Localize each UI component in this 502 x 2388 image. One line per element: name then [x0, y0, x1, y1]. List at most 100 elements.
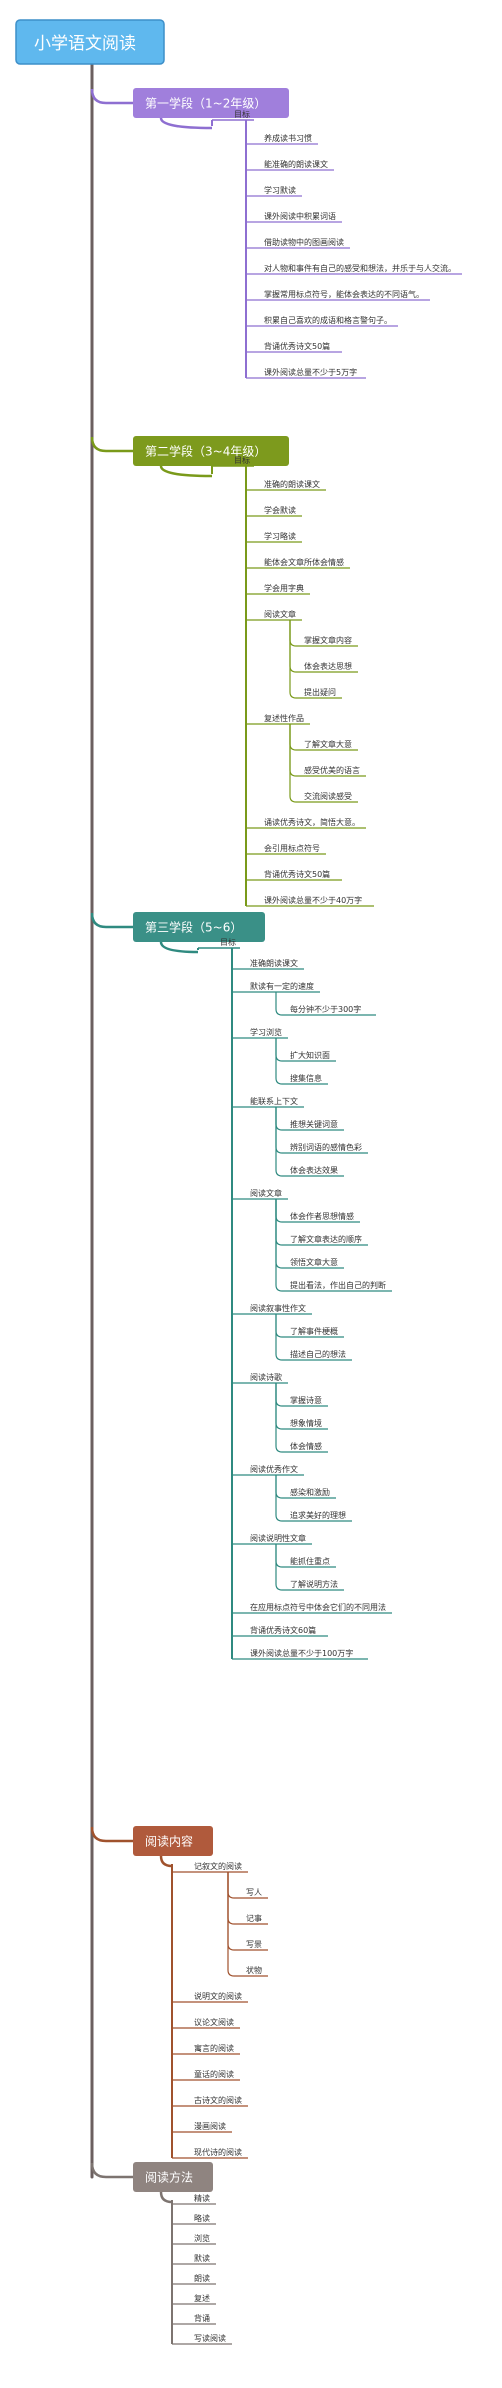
- child-text: 推想关键词意: [290, 1119, 338, 1129]
- child-text: 体会作者思想情感: [290, 1211, 354, 1221]
- item-text: 准确朗读课文: [250, 958, 298, 968]
- item-text: 能体会文章所体会情感: [264, 557, 344, 567]
- item-text: 记叙文的阅读: [194, 1861, 242, 1871]
- item-text: 浏览: [194, 2233, 210, 2243]
- item-text: 背诵优秀诗文60篇: [250, 1625, 316, 1635]
- child-connector: [275, 1038, 328, 1085]
- root-node: [15, 19, 165, 65]
- section-stub: [159, 465, 213, 478]
- item-text: 借助读物中的图画阅读: [264, 237, 344, 247]
- item-text: 写读阅读: [194, 2333, 226, 2343]
- stage-node: [133, 2162, 213, 2192]
- item-text: 背诵优秀诗文50篇: [264, 869, 330, 879]
- root-title: 小学语文阅读: [34, 34, 136, 54]
- stage-title: 阅读内容: [145, 1834, 193, 1849]
- child-text: 感受优美的语言: [304, 765, 360, 775]
- child-text: 辨别词语的感情色彩: [290, 1142, 362, 1152]
- item-text: 阅读诗歌: [250, 1372, 282, 1382]
- child-connector: [275, 1475, 352, 1522]
- child-text: 体会表达思想: [304, 661, 352, 671]
- stage-title: 第二学段（3~4年级）: [145, 444, 266, 459]
- item-text: 对人物和事件有自己的感受和想法，并乐于与人交流。: [264, 263, 456, 273]
- child-text: 写人: [246, 1888, 262, 1897]
- child-connector: [227, 1872, 268, 1951]
- child-text: 每分钟不少于300字: [290, 1004, 361, 1014]
- item-text: 诵读优秀诗文，简悟大意。: [264, 817, 360, 827]
- item-text: 养成读书习惯: [264, 133, 312, 143]
- child-connector: [275, 1314, 352, 1361]
- child-text: 写景: [246, 1940, 262, 1949]
- item-text: 阅读文章: [250, 1188, 282, 1198]
- child-text: 追求美好的理想: [290, 1510, 346, 1520]
- group-label: 目标: [234, 109, 250, 119]
- item-text: 准确的朗读课文: [264, 479, 320, 489]
- child-text: 掌握诗意: [290, 1395, 322, 1405]
- item-text: 阅读说明性文章: [250, 1533, 306, 1543]
- child-text: 提出疑问: [304, 687, 336, 697]
- child-text: 了解说明方法: [290, 1579, 338, 1589]
- child-connector: [275, 1107, 344, 1177]
- item-text: 寓言的阅读: [194, 2043, 234, 2053]
- stage-connector: [90, 436, 133, 453]
- item-text: 背诵: [194, 2313, 210, 2323]
- group-label: 目标: [234, 455, 250, 465]
- item-text: 略读: [194, 2213, 210, 2223]
- item-text: 学习默读: [264, 185, 296, 195]
- child-connector: [227, 1872, 268, 1977]
- stage-node: [133, 912, 265, 942]
- item-text: 古诗文的阅读: [194, 2095, 242, 2105]
- stage-connector: [90, 1826, 133, 1843]
- child-text: 状物: [246, 1965, 262, 1975]
- section-stub: [159, 1855, 173, 1868]
- child-connector: [275, 1383, 328, 1453]
- item-text: 议论文阅读: [194, 2017, 234, 2027]
- item-text: 课外阅读中积累词语: [264, 211, 336, 221]
- item-text: 掌握常用标点符号，能体会表达的不同语气。: [264, 289, 424, 299]
- stage-connector: [90, 88, 133, 105]
- item-text: 阅读叙事性作文: [250, 1303, 306, 1313]
- child-text: 想象情境: [290, 1418, 322, 1428]
- child-text: 扩大知识面: [290, 1050, 330, 1060]
- child-connector: [289, 620, 342, 699]
- stage-title: 阅读方法: [145, 2170, 193, 2185]
- child-text: 体会情感: [290, 1441, 322, 1451]
- child-text: 掌握文章内容: [304, 635, 352, 645]
- item-text: 课外阅读总量不少于40万字: [264, 895, 362, 905]
- stage-node: [133, 436, 289, 466]
- item-text: 能联系上下文: [250, 1096, 298, 1106]
- section-stub: [159, 941, 199, 954]
- child-text: 了解文章大意: [304, 739, 352, 749]
- item-text: 能准确的朗读课文: [264, 159, 328, 169]
- child-text: 了解文章表达的顺序: [290, 1234, 362, 1244]
- child-connector: [275, 992, 376, 1016]
- child-text: 体会表达效果: [290, 1165, 338, 1175]
- item-text: 默读有一定的速度: [250, 981, 314, 991]
- child-text: 了解事件梗概: [290, 1326, 338, 1336]
- stage-connector: [90, 2162, 133, 2179]
- child-text: 描述自己的想法: [290, 1349, 346, 1359]
- item-text: 朗读: [194, 2273, 210, 2283]
- item-text: 在应用标点符号中体会它们的不同用法: [250, 1602, 386, 1612]
- item-text: 童话的阅读: [194, 2069, 234, 2079]
- child-text: 领悟文章大意: [290, 1257, 338, 1267]
- child-text: 记事: [246, 1913, 262, 1923]
- item-text: 说明文的阅读: [194, 1991, 242, 2001]
- child-text: 能抓住重点: [290, 1556, 330, 1566]
- item-text: 精读: [194, 2193, 210, 2203]
- child-text: 搜集信息: [290, 1073, 322, 1083]
- item-text: 学习略读: [264, 531, 296, 541]
- section-stub: [159, 2191, 173, 2204]
- item-text: 学会用字典: [264, 583, 304, 593]
- item-text: 漫画阅读: [194, 2121, 226, 2131]
- section-stub: [159, 117, 213, 130]
- child-connector: [275, 1544, 344, 1591]
- item-text: 现代诗的阅读: [194, 2147, 242, 2157]
- item-text: 默读: [194, 2253, 210, 2263]
- item-text: 学会默读: [264, 505, 296, 515]
- item-text: 背诵优秀诗文50篇: [264, 341, 330, 351]
- child-connector: [275, 1199, 392, 1292]
- item-text: 会引用标点符号: [264, 843, 320, 853]
- child-text: 交流阅读感受: [304, 791, 352, 801]
- group-label: 目标: [220, 937, 236, 947]
